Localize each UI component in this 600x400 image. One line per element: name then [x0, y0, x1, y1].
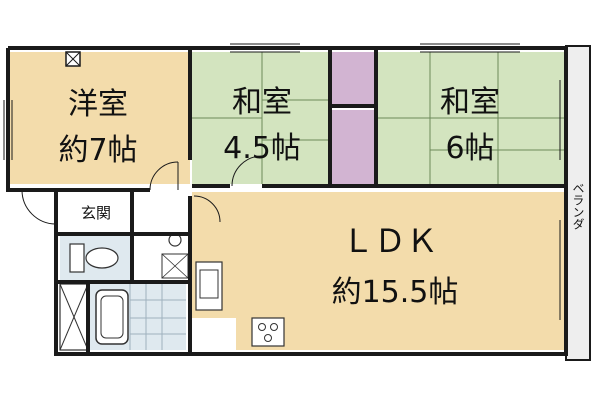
vent-cross-2	[65, 51, 81, 67]
entrance-label: 玄関	[81, 204, 111, 222]
bathtub-inner	[100, 295, 124, 339]
japanese-small-name: 和室	[232, 85, 292, 120]
ldk-size: 約15.5帖	[332, 275, 459, 310]
shelf-cross-2	[59, 283, 89, 351]
closet-lower	[332, 110, 374, 184]
burner-2	[270, 323, 278, 331]
balcony-label: ベランダ	[571, 182, 585, 230]
door-swings	[21, 155, 263, 225]
closet-upper	[332, 52, 374, 104]
western-room-name: 洋室	[68, 87, 128, 122]
ldk-room	[192, 192, 564, 350]
bathtub	[95, 289, 129, 345]
ldk-name: ＬＤＫ	[342, 222, 438, 260]
burner-3	[264, 334, 272, 342]
western-room-size: 約7帖	[58, 133, 137, 168]
western-room	[8, 52, 190, 184]
laundry-cross-2	[161, 253, 189, 279]
japanese-large-size: 6帖	[445, 131, 494, 166]
toilet-tank	[69, 243, 85, 273]
windows	[3, 43, 561, 320]
burner-1	[258, 323, 266, 331]
entrance-area	[60, 196, 130, 232]
balcony	[566, 46, 590, 360]
japanese-large-name: 和室	[440, 85, 500, 120]
kitchen-sink	[199, 269, 219, 299]
toilet-bowl	[85, 247, 119, 269]
tatami-lines	[192, 52, 564, 184]
balcony-rail	[565, 45, 591, 361]
bath-tiles	[129, 284, 186, 350]
japanese-small-size: 4.5帖	[223, 131, 301, 166]
